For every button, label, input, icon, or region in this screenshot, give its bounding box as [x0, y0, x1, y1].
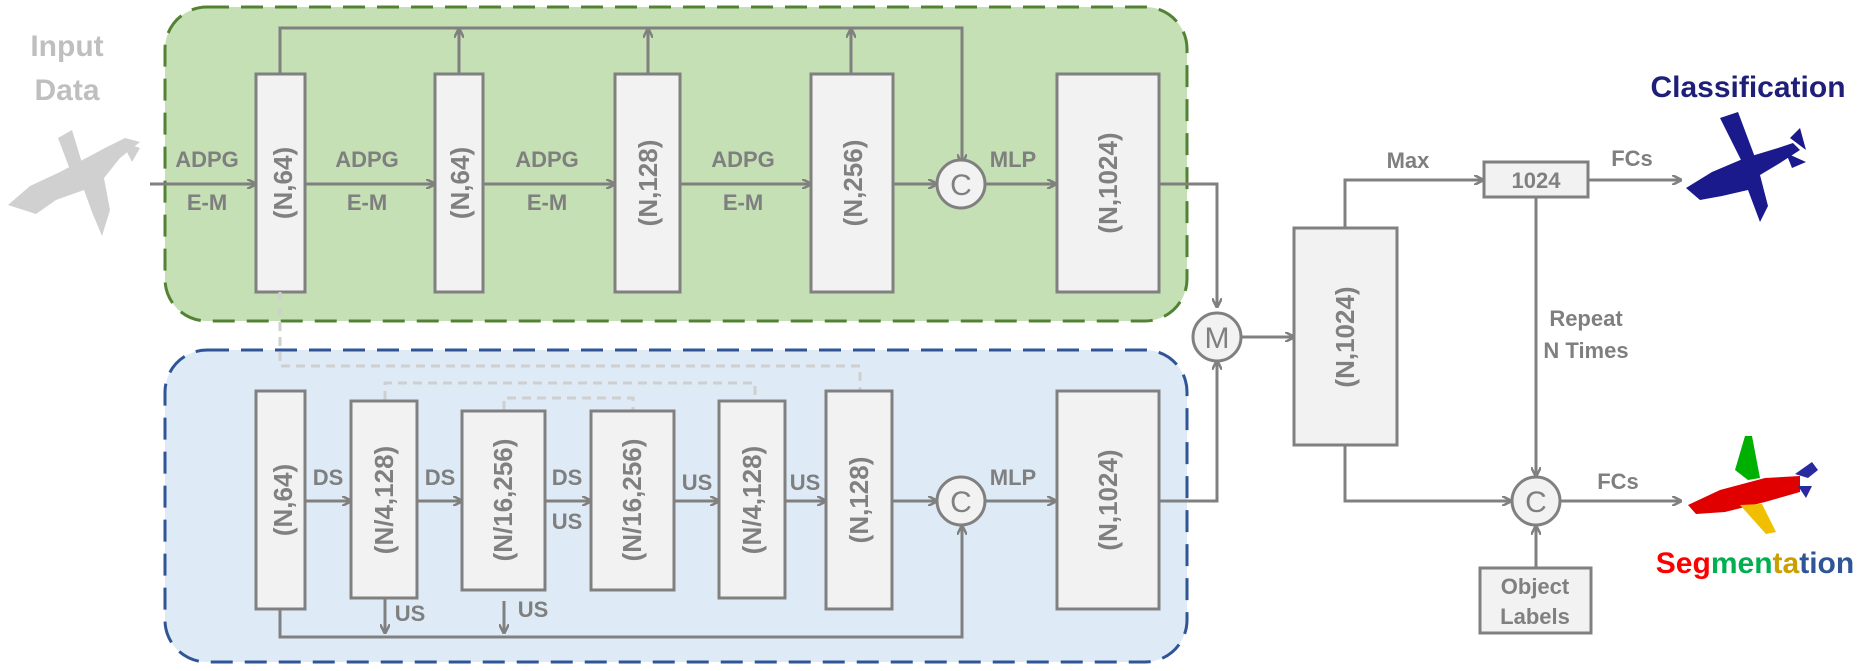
block-bot-n1024: (N,1024)	[1055, 389, 1161, 611]
svg-text:Labels: Labels	[1500, 604, 1570, 629]
edge-repeat-line1: Repeat	[1549, 306, 1623, 331]
edge-adpg-4: ADPG	[711, 147, 775, 172]
classification-title: Classification	[1650, 71, 1845, 104]
edge-us-1: US	[682, 470, 713, 495]
block-top-n64a: (N,64)	[254, 72, 307, 294]
edge-adpg-1: ADPG	[175, 147, 239, 172]
decoder-panel	[163, 348, 1189, 664]
edge-ds-1: DS	[313, 465, 344, 490]
block-object-labels: Object Labels	[1478, 566, 1593, 635]
edge-em-3: E-M	[527, 190, 567, 215]
svg-text:Object: Object	[1501, 574, 1570, 599]
svg-text:C: C	[950, 486, 972, 519]
edge-us-down-1: US	[395, 601, 426, 626]
block-merged-n1024: (N,1024)	[1292, 226, 1399, 447]
segmentation-airplane-icon	[1688, 436, 1818, 534]
classification-airplane-icon	[1686, 112, 1806, 222]
edge-mlp-top: MLP	[990, 147, 1036, 172]
edge-max: Max	[1387, 148, 1431, 173]
svg-text:C: C	[950, 169, 972, 202]
edge-us-2: US	[790, 470, 821, 495]
block-bot-n4-128a: (N/4,128)	[349, 399, 419, 600]
edge-us-down-2: US	[518, 597, 549, 622]
edge-adpg-2: ADPG	[335, 147, 399, 172]
block-top-n128: (N,128)	[613, 72, 682, 294]
svg-text:(N/16,256): (N/16,256)	[488, 439, 518, 562]
edge-fcs-top: FCs	[1611, 146, 1653, 171]
svg-text:C: C	[1525, 486, 1547, 519]
op-concat-top: C	[935, 158, 987, 210]
svg-text:(N,1024): (N,1024)	[1093, 449, 1123, 550]
svg-text:(N,1024): (N,1024)	[1093, 132, 1123, 233]
edge-fcs-bottom: FCs	[1597, 469, 1639, 494]
edge-em-1: E-M	[187, 190, 227, 215]
block-bot-n4-128b: (N/4,128)	[717, 399, 787, 600]
block-bot-n16-256b: (N/16,256)	[589, 409, 676, 592]
op-merge: M	[1191, 311, 1243, 363]
edge-em-4: E-M	[723, 190, 763, 215]
block-top-n256: (N,256)	[809, 72, 895, 294]
block-top-n1024: (N,1024)	[1055, 72, 1161, 294]
block-top-n64b: (N,64)	[433, 72, 485, 294]
svg-text:1024: 1024	[1512, 168, 1562, 193]
segmentation-title: Segmentation	[1656, 547, 1854, 580]
edge-adpg-3: ADPG	[515, 147, 579, 172]
svg-text:(N/16,256): (N/16,256)	[617, 439, 647, 562]
svg-text:(N/4,128): (N/4,128)	[737, 446, 767, 554]
op-concat-seg: C	[1510, 475, 1562, 527]
input-label-line1: Input	[30, 30, 103, 63]
block-bot-n64: (N,64)	[254, 389, 307, 611]
block-global-1024: 1024	[1482, 160, 1590, 199]
edge-em-2: E-M	[347, 190, 387, 215]
svg-text:M: M	[1205, 322, 1230, 355]
edge-us-mid: US	[552, 509, 583, 534]
svg-text:(N/4,128): (N/4,128)	[369, 446, 399, 554]
edge-mlp-bottom: MLP	[990, 465, 1036, 490]
edge-repeat-line2: N Times	[1543, 338, 1628, 363]
edge-ds-2: DS	[425, 465, 456, 490]
svg-text:(N,64): (N,64)	[268, 464, 298, 536]
svg-text:(N,64): (N,64)	[268, 147, 298, 219]
svg-text:(N,64): (N,64)	[445, 147, 475, 219]
block-bot-n128: (N,128)	[824, 389, 894, 611]
block-bot-n16-256a: (N/16,256)	[460, 409, 547, 592]
op-concat-bottom: C	[935, 475, 987, 527]
svg-text:(N,1024): (N,1024)	[1330, 286, 1360, 387]
svg-text:(N,256): (N,256)	[838, 140, 868, 227]
svg-text:(N,128): (N,128)	[633, 140, 663, 227]
input-airplane-icon	[8, 130, 140, 236]
input-label-line2: Data	[34, 74, 99, 107]
edge-ds-3: DS	[552, 465, 583, 490]
svg-text:(N,128): (N,128)	[844, 457, 874, 544]
